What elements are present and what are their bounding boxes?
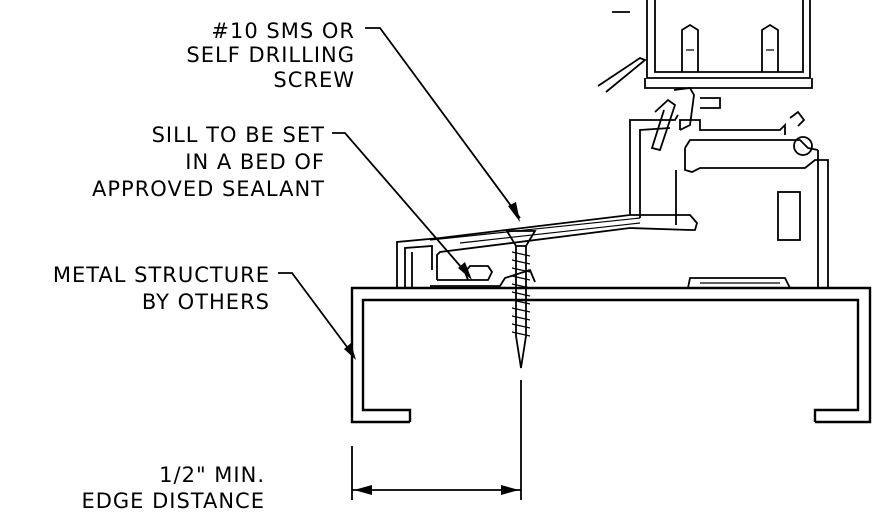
callout-edge-line-1: 1/2" MIN. [159,463,265,487]
gasket-bulb [793,136,813,156]
callout-sill-line-1: SILL TO BE SET [152,123,325,147]
screw-shank [515,246,527,369]
leader-sill [332,132,472,280]
callout-edge-line-2: EDGE DISTANCE [81,489,265,513]
callout-structure: METAL STRUCTURE BY OTHERS [53,263,270,314]
callout-sill: SILL TO BE SET IN A BED OF APPROVED SEAL… [92,123,325,201]
callout-screw-line-2: SELF DRILLING [186,43,355,67]
callout-screw: #10 SMS OR SELF DRILLING SCREW [186,19,355,92]
callout-edge-distance: 1/2" MIN. EDGE DISTANCE [81,463,265,513]
callout-structure-line-1: METAL STRUCTURE [53,263,270,287]
callout-sill-line-2: IN A BED OF [185,150,325,174]
upper-glazing-unit [597,0,813,93]
leader-screw [365,27,521,222]
callout-structure-line-2: BY OTHERS [142,290,270,314]
callout-screw-line-1: #10 SMS OR [211,19,355,43]
screw [505,230,537,369]
callout-sill-line-3: APPROVED SEALANT [92,177,325,201]
edge-distance-dimension [351,380,522,500]
window-frame [673,87,829,289]
weep-slot [777,191,801,241]
screw-threads [511,251,531,337]
leader-structure [278,272,356,360]
sill-extrusion [396,98,698,288]
callout-screw-line-3: SCREW [273,68,355,92]
metal-structure [350,286,872,424]
